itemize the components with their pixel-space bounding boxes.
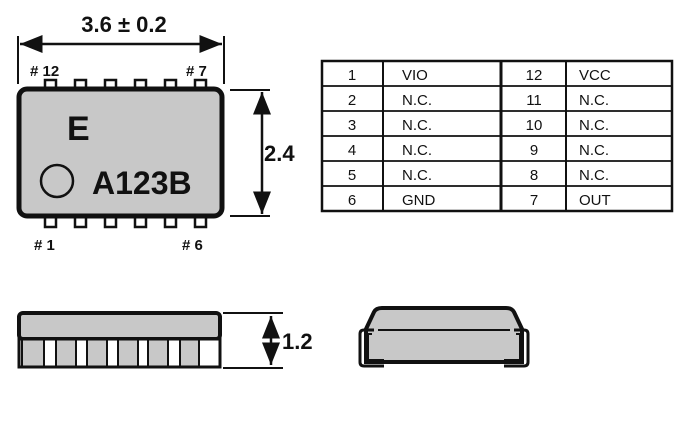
marking-line-2: A123B: [92, 165, 192, 201]
pin-number-left: 5: [348, 167, 356, 184]
pin-function-right: N.C.: [579, 117, 609, 134]
pin-label-1: # 1: [34, 237, 55, 254]
pin-function-right: OUT: [579, 192, 611, 209]
pin-function-left: N.C.: [402, 167, 432, 184]
height-dimension: 2.4: [230, 89, 295, 217]
width-dimension-label: 3.6 ± 0.2: [81, 12, 166, 37]
pin-function-right: N.C.: [579, 167, 609, 184]
side-view-front: 1.2: [17, 311, 313, 369]
pin1-indicator-circle: [39, 163, 75, 199]
side-view-body: [17, 311, 222, 341]
pin-number-right: 12: [526, 67, 543, 84]
pin-function-right: VCC: [579, 67, 611, 84]
pin-number-right: 9: [530, 142, 538, 159]
height-dimension-label: 2.4: [264, 141, 295, 166]
pin-function-right: N.C.: [579, 142, 609, 159]
thickness-dimension: 1.2: [223, 312, 313, 369]
pin-number-left: 6: [348, 192, 356, 209]
pin-number-left: 2: [348, 92, 356, 109]
thickness-dimension-label: 1.2: [282, 329, 313, 354]
pin-function-left: GND: [402, 192, 436, 209]
pin-function-right: N.C.: [579, 92, 609, 109]
marking-line-1: E: [67, 110, 90, 148]
pin-number-right: 11: [526, 92, 542, 109]
pin-number-right: 8: [530, 167, 538, 184]
pin-label-12: # 12: [30, 63, 59, 80]
side-view-end: [358, 306, 530, 368]
pin-number-right: 10: [526, 117, 543, 134]
pin-function-left: VIO: [402, 67, 428, 84]
pin-function-left: N.C.: [402, 92, 432, 109]
pin-function-left: N.C.: [402, 142, 432, 159]
width-dimension: 3.6 ± 0.2: [17, 12, 225, 84]
pin-number-left: 3: [348, 117, 356, 134]
pin-label-6: # 6: [182, 237, 203, 254]
package-body-top: [16, 86, 225, 219]
pin-number-left: 1: [348, 67, 356, 84]
top-view: 3.6 ± 0.2 2.4 # 12 # 7 # 1 # 6: [16, 12, 295, 254]
pin-number-left: 4: [348, 142, 356, 159]
pin-number-right: 7: [530, 192, 538, 209]
pin-label-7: # 7: [186, 63, 207, 80]
pin-function-left: N.C.: [402, 117, 432, 134]
